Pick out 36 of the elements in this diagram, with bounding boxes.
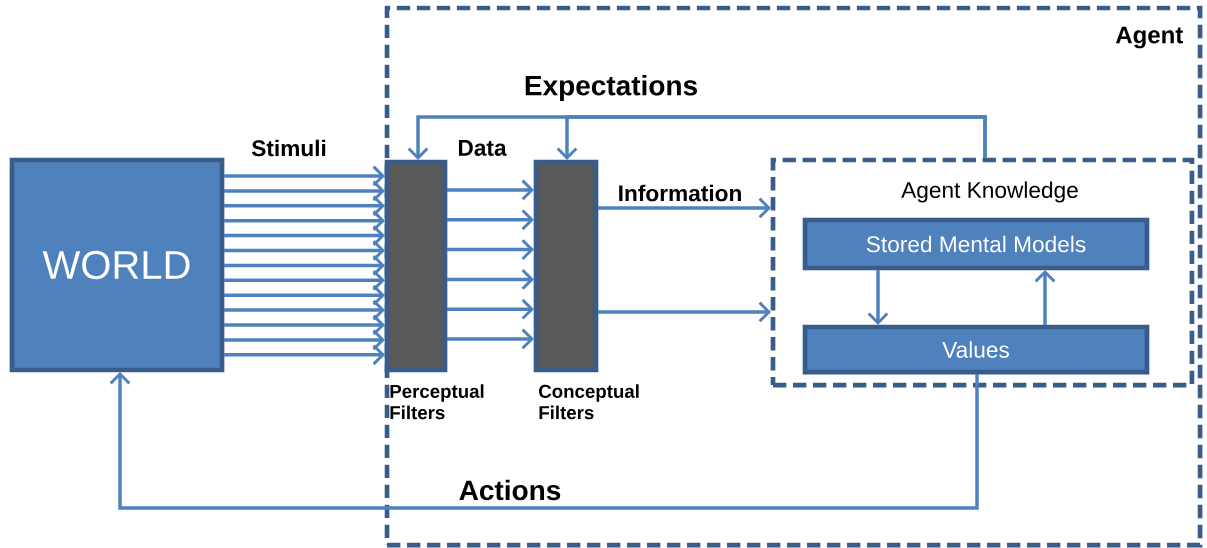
arrow — [109, 372, 979, 510]
edge-label: Data — [458, 140, 507, 156]
arrow — [224, 225, 385, 246]
arrow — [447, 328, 534, 350]
edge-label: Information — [619, 184, 741, 202]
process-box: Values — [802, 324, 1150, 375]
edge-label: Expectations — [525, 74, 697, 102]
arrow — [224, 165, 385, 187]
world-box: WORLD — [9, 157, 225, 373]
filter-bar: Perceptual Filters — [384, 159, 484, 420]
node-label: Conceptual Filters — [539, 384, 639, 420]
arrow — [224, 329, 385, 351]
arrow — [224, 180, 385, 202]
arrow — [224, 195, 385, 217]
arrow — [598, 301, 771, 323]
arrow — [224, 284, 385, 306]
arrow — [447, 269, 534, 290]
arrow — [1034, 270, 1056, 325]
arrow — [224, 269, 385, 291]
process-box: Stored Mental Models — [802, 217, 1150, 271]
arrow — [224, 255, 385, 276]
arrow — [224, 210, 385, 232]
arrow — [598, 197, 771, 219]
arrow — [447, 209, 534, 231]
edge-label: Actions — [459, 479, 561, 501]
arrow — [224, 299, 385, 321]
arrow — [447, 239, 534, 260]
arrow — [224, 344, 385, 366]
arrow — [224, 240, 385, 261]
arrow — [224, 314, 385, 336]
arrow — [556, 115, 987, 160]
arrow — [867, 270, 889, 325]
edge-label: Stimuli — [251, 139, 326, 157]
node-label: Perceptual Filters — [390, 384, 484, 420]
arrow — [447, 298, 534, 320]
arrow — [447, 179, 534, 201]
